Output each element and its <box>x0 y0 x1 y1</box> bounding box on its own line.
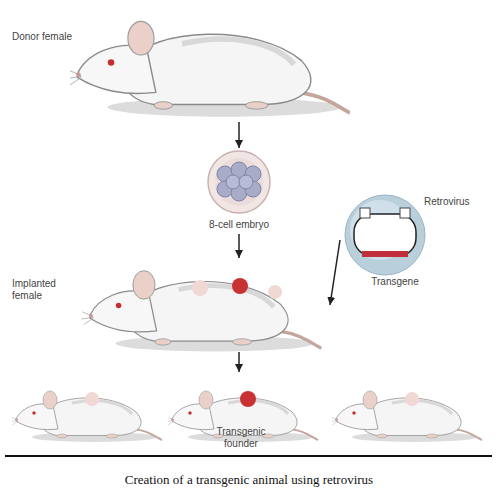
implanted-mouse <box>81 271 321 352</box>
flow-arrow <box>238 122 240 148</box>
flow-arrow <box>238 352 240 372</box>
illustration-node: RetrovirusTransgene <box>340 190 490 290</box>
illustration-node: 8-cell embryo <box>195 148 283 234</box>
donor-mouse <box>67 21 350 116</box>
node-label: Implanted female <box>12 278 72 302</box>
node-label: Retrovirus <box>424 196 490 208</box>
retrovirus-illustration <box>345 195 425 275</box>
figure-caption: Creation of a transgenic animal using re… <box>0 472 498 488</box>
flow-arrow <box>330 240 340 305</box>
illustration-node: Transgenic founder <box>165 372 315 452</box>
caption-rule <box>5 455 492 457</box>
node-label: Donor female <box>12 31 102 43</box>
node-label: Transgene <box>360 276 430 288</box>
embryo-illustration <box>208 151 270 213</box>
node-label: 8-cell embryo <box>195 219 283 231</box>
node-label: Transgenic founder <box>205 426 277 450</box>
flow-arrow <box>238 234 240 258</box>
illustration-node: Implanted female <box>8 258 330 352</box>
illustration-node: Donor female <box>8 5 353 122</box>
